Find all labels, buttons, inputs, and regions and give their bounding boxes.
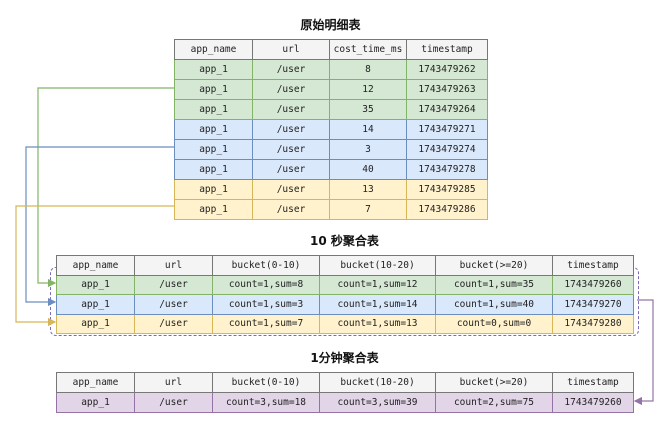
column-header: app_name — [56, 255, 135, 276]
table-cell: /user — [252, 119, 330, 140]
table-cell: count=0,sum=0 — [435, 313, 553, 334]
table-cell: app_1 — [174, 159, 253, 180]
yellow-arrow — [15, 205, 174, 327]
table-cell: count=3,sum=39 — [319, 392, 436, 413]
table-cell: 35 — [329, 99, 407, 120]
table-cell: 14 — [329, 119, 407, 140]
table-cell: /user — [134, 313, 213, 334]
table-cell: count=2,sum=75 — [435, 392, 553, 413]
table-cell: app_1 — [174, 59, 253, 80]
table-cell: app_1 — [174, 179, 253, 200]
column-header: app_name — [174, 39, 253, 60]
agg-10s-table: app_name url bucket(0-10) bucket(10-20) … — [56, 255, 634, 334]
table-cell: app_1 — [56, 313, 135, 334]
agg-1m-table: app_name url bucket(0-10) bucket(10-20) … — [56, 372, 634, 413]
column-header: app_name — [56, 372, 135, 393]
agg-10s-table-title: 10 秒聚合表 — [310, 234, 379, 248]
table-cell: 1743479264 — [406, 99, 488, 120]
table-cell: 3 — [329, 139, 407, 160]
agg-1m-table-title: 1分钟聚合表 — [310, 351, 379, 365]
table-cell: 7 — [329, 199, 407, 220]
table-cell: 1743479280 — [552, 313, 634, 334]
table-cell: /user — [252, 99, 330, 120]
table-cell: count=1,sum=12 — [319, 274, 436, 295]
column-header: url — [252, 39, 330, 60]
table-cell: 1743479262 — [406, 59, 488, 80]
column-header: bucket(10-20) — [319, 372, 436, 393]
table-cell: 1743479286 — [406, 199, 488, 220]
raw-table-title: 原始明细表 — [300, 18, 361, 32]
column-header: bucket(0-10) — [212, 255, 320, 276]
table-cell: 1743479260 — [552, 392, 634, 413]
table-cell: 12 — [329, 79, 407, 100]
table-cell: /user — [252, 79, 330, 100]
table-cell: 8 — [329, 59, 407, 80]
table-cell: app_1 — [56, 392, 135, 413]
column-header: url — [134, 372, 213, 393]
column-header: bucket(>=20) — [435, 255, 553, 276]
table-cell: /user — [134, 392, 213, 413]
table-cell: count=1,sum=35 — [435, 274, 553, 295]
table-cell: count=1,sum=13 — [319, 313, 436, 334]
table-cell: app_1 — [174, 199, 253, 220]
raw-detail-table: app_name url cost_time_ms timestamp app_… — [174, 39, 488, 220]
column-header: timestamp — [406, 39, 488, 60]
table-cell: count=1,sum=7 — [212, 313, 320, 334]
table-cell: 1743479285 — [406, 179, 488, 200]
blue-arrow — [25, 146, 174, 307]
table-cell: app_1 — [174, 79, 253, 100]
column-header: bucket(>=20) — [435, 372, 553, 393]
table-cell: /user — [252, 179, 330, 200]
table-cell: 1743479263 — [406, 79, 488, 100]
purple-arrow — [633, 299, 654, 406]
table-cell: 13 — [329, 179, 407, 200]
column-header: timestamp — [552, 372, 634, 393]
table-cell: /user — [134, 294, 213, 315]
table-cell: count=1,sum=14 — [319, 294, 436, 315]
table-cell: count=3,sum=18 — [212, 392, 320, 413]
column-header: timestamp — [552, 255, 634, 276]
table-cell: 1743479278 — [406, 159, 488, 180]
table-cell: /user — [252, 199, 330, 220]
table-cell: /user — [252, 139, 330, 160]
green-arrow — [37, 87, 174, 288]
